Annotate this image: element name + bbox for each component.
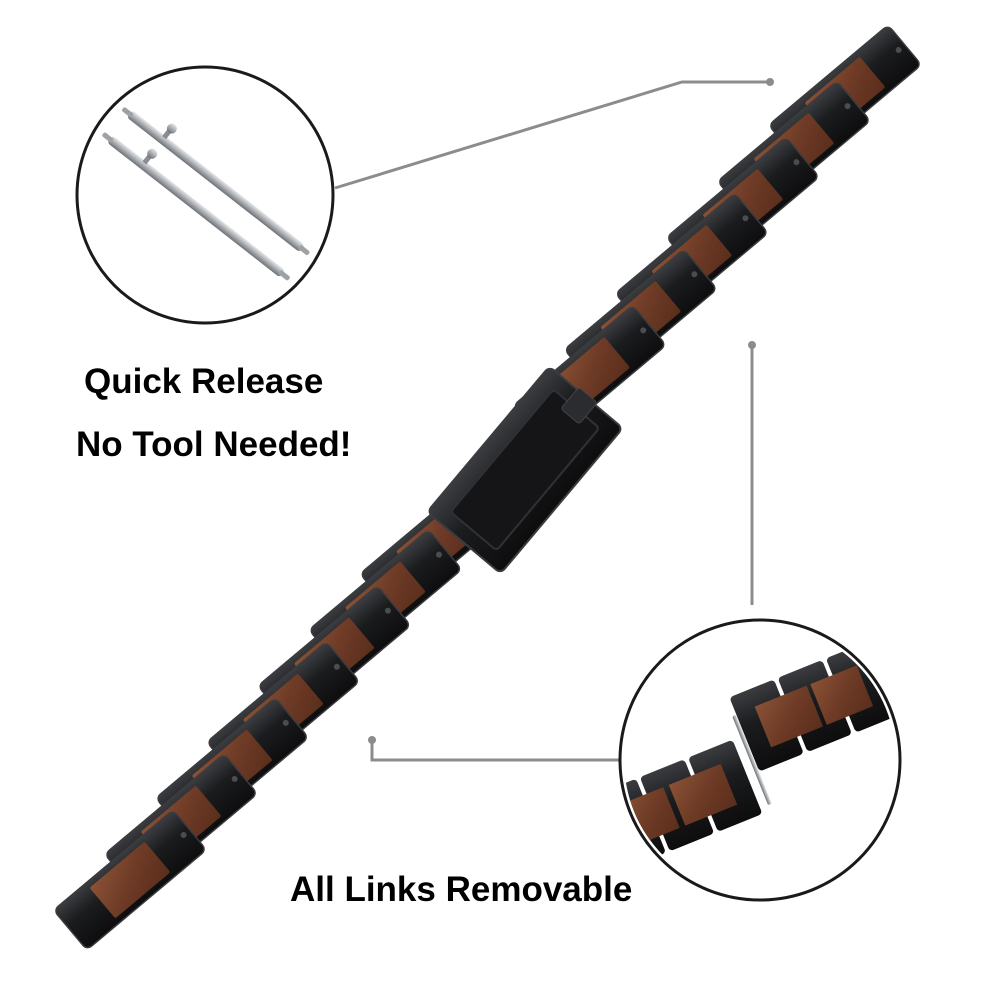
quick-release-caption: Quick Release [84,362,324,401]
links-removable-caption: All Links Removable [290,870,633,909]
butterfly-clasp [428,367,622,573]
removable-link-detail-icon [618,618,902,902]
band-link [55,811,205,949]
spring-bar-pins-icon [75,65,335,325]
callout-lines [334,80,770,762]
no-tool-caption: No Tool Needed! [76,425,352,464]
